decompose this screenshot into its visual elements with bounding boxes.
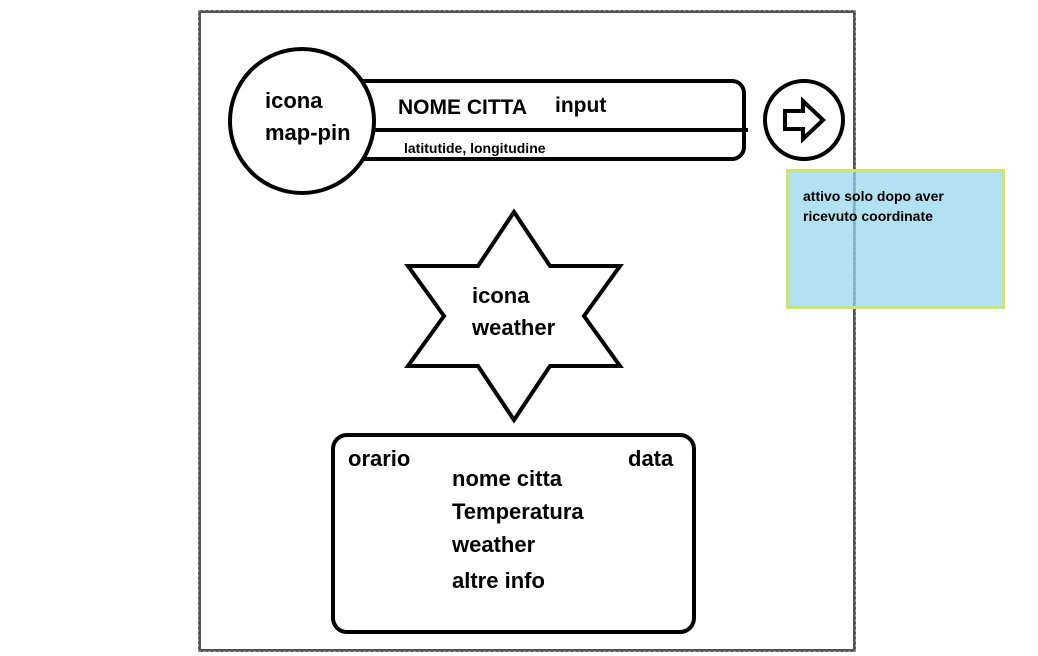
card-city-name: nome citta bbox=[452, 466, 563, 491]
submit-arrow-button[interactable] bbox=[763, 79, 845, 161]
wireframe-frame bbox=[198, 10, 856, 652]
weather-icon bbox=[404, 208, 624, 424]
input-divider bbox=[370, 128, 748, 132]
coordinates-label: latitutide, longitudine bbox=[404, 140, 546, 156]
card-other-info: altre info bbox=[452, 568, 545, 593]
city-name-input[interactable]: NOME CITTA bbox=[398, 96, 528, 119]
card-temperature: Temperatura bbox=[452, 499, 584, 524]
time-label: orario bbox=[348, 446, 411, 471]
weather-icon-label: icona weather bbox=[472, 283, 556, 340]
card-weather: weather bbox=[452, 532, 536, 557]
weather-info-card bbox=[331, 433, 696, 634]
annotation-note: attivo solo dopo aver ricevuto coordinat… bbox=[786, 169, 1005, 309]
annotation-note-text: attivo solo dopo aver ricevuto coordinat… bbox=[803, 188, 944, 224]
arrow-right-icon bbox=[783, 97, 826, 143]
date-label: data bbox=[628, 446, 674, 471]
input-tag-label: input bbox=[555, 94, 607, 117]
map-pin-label: icona map-pin bbox=[265, 88, 351, 145]
city-input-box[interactable] bbox=[350, 79, 746, 161]
map-pin-icon[interactable] bbox=[228, 47, 376, 195]
